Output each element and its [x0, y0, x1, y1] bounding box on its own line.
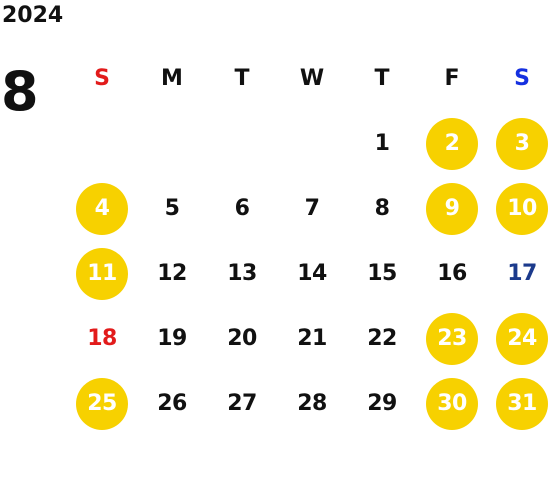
day-number: 25	[76, 377, 128, 430]
day-number: 29	[367, 391, 397, 416]
day-cell[interactable]: 23	[417, 306, 487, 371]
day-number: 21	[297, 326, 327, 351]
day-number: 24	[496, 312, 548, 365]
day-cell[interactable]: 12	[137, 241, 207, 306]
day-number: 1	[374, 131, 390, 156]
weekday-header: W	[299, 66, 325, 91]
day-cell[interactable]: 9	[417, 176, 487, 241]
day-cell[interactable]: 21	[277, 306, 347, 371]
day-number: 14	[297, 261, 327, 286]
day-number: 5	[164, 196, 180, 221]
day-number: 17	[507, 261, 537, 286]
day-cell[interactable]: 25	[67, 371, 137, 436]
day-cell[interactable]: 27	[207, 371, 277, 436]
day-number: 7	[304, 196, 320, 221]
day-cell[interactable]: 14	[277, 241, 347, 306]
day-number: 20	[227, 326, 257, 351]
day-cell[interactable]: 24	[487, 306, 548, 371]
day-cell[interactable]: 17	[487, 241, 548, 306]
day-cell[interactable]: 3	[487, 111, 548, 176]
weekday-header: T	[374, 66, 390, 91]
day-number: 27	[227, 391, 257, 416]
day-cell[interactable]: 20	[207, 306, 277, 371]
day-cell[interactable]: 18	[67, 306, 137, 371]
day-cell[interactable]: 15	[347, 241, 417, 306]
day-cell[interactable]: 16	[417, 241, 487, 306]
day-number: 12	[157, 261, 187, 286]
day-number: 2	[426, 117, 478, 170]
month-number: 8	[1, 60, 39, 123]
day-cell[interactable]: 19	[137, 306, 207, 371]
day-cell[interactable]: 2	[417, 111, 487, 176]
day-number: 18	[87, 326, 117, 351]
day-number: 31	[496, 377, 548, 430]
day-cell[interactable]: 28	[277, 371, 347, 436]
weekday-header: T	[234, 66, 250, 91]
year-label: 2024	[2, 3, 64, 28]
weekday-header: F	[444, 66, 460, 91]
day-number: 30	[426, 377, 478, 430]
day-number: 15	[367, 261, 397, 286]
weekday-header: S	[514, 66, 530, 91]
day-cell[interactable]: 8	[347, 176, 417, 241]
weekday-header: M	[161, 66, 183, 91]
day-cell[interactable]: 13	[207, 241, 277, 306]
day-number: 9	[426, 182, 478, 235]
day-cell[interactable]: 7	[277, 176, 347, 241]
weekday-header: S	[94, 66, 110, 91]
day-number: 28	[297, 391, 327, 416]
day-cell[interactable]: 1	[347, 111, 417, 176]
day-number: 22	[367, 326, 397, 351]
day-number: 6	[234, 196, 250, 221]
day-cell[interactable]: 6	[207, 176, 277, 241]
day-cell[interactable]: 5	[137, 176, 207, 241]
day-cell[interactable]: 10	[487, 176, 548, 241]
day-number: 3	[496, 117, 548, 170]
day-number: 16	[437, 261, 467, 286]
day-cell[interactable]: 4	[67, 176, 137, 241]
day-cell[interactable]: 22	[347, 306, 417, 371]
day-number: 19	[157, 326, 187, 351]
day-number: 26	[157, 391, 187, 416]
day-number: 23	[426, 312, 478, 365]
day-cell[interactable]: 30	[417, 371, 487, 436]
day-number: 13	[227, 261, 257, 286]
day-number: 4	[76, 182, 128, 235]
day-cell[interactable]: 29	[347, 371, 417, 436]
day-number: 10	[496, 182, 548, 235]
day-cell[interactable]: 31	[487, 371, 548, 436]
day-cell[interactable]: 11	[67, 241, 137, 306]
day-number: 11	[76, 247, 128, 300]
day-cell[interactable]: 26	[137, 371, 207, 436]
day-number: 8	[374, 196, 390, 221]
